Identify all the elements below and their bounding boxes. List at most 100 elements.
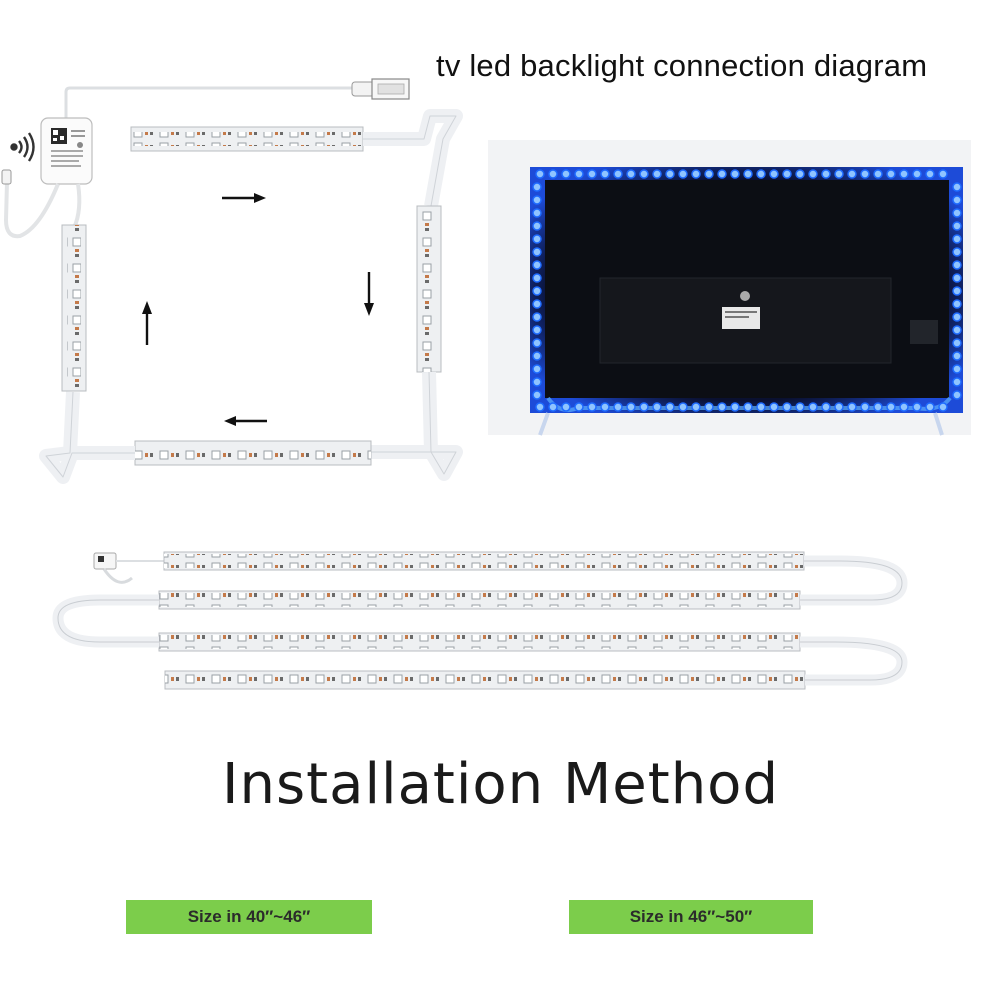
tv-led-dot xyxy=(925,169,935,179)
usb-cable xyxy=(64,86,355,118)
tv-led-dot xyxy=(574,169,584,179)
tv-led-dot xyxy=(743,169,753,179)
tv-led-dot xyxy=(535,402,545,412)
tv-led-dot xyxy=(808,169,818,179)
tv-backlight-photo xyxy=(488,140,971,436)
tv-led-dot xyxy=(561,402,571,412)
usb-plug xyxy=(351,78,410,100)
tape-bottom-right xyxy=(370,371,463,481)
tv-led-dot xyxy=(952,312,962,322)
tv-led-dot xyxy=(860,402,870,412)
tv-led-dot xyxy=(574,402,584,412)
tv-led-dot xyxy=(952,234,962,244)
tv-led-dot xyxy=(639,169,649,179)
tv-led-dot xyxy=(548,402,558,412)
tv-led-dot xyxy=(769,402,779,412)
tv-led-dot xyxy=(532,364,542,374)
size-badge-40-46: Size in 40″~46″ xyxy=(126,900,372,934)
tv-led-dot xyxy=(821,402,831,412)
arrow-left-icon xyxy=(224,416,267,426)
tv-led-dot xyxy=(886,402,896,412)
tv-led-dot xyxy=(626,169,636,179)
installation-heading: Installation Method xyxy=(222,752,779,817)
tv-led-dot xyxy=(665,169,675,179)
led-strip-bottom-leds xyxy=(135,446,371,460)
tv-led-dot xyxy=(691,169,701,179)
tv-led-dot xyxy=(847,169,857,179)
tv-led-dot xyxy=(769,169,779,179)
tv-led-dot xyxy=(952,182,962,192)
tv-led-dot xyxy=(652,402,662,412)
controller-cable-right xyxy=(72,183,82,229)
tv-led-dot xyxy=(532,182,542,192)
mini-controller xyxy=(93,552,117,570)
tv-led-dot xyxy=(532,234,542,244)
tv-led-dot xyxy=(952,247,962,257)
tv-led-dot xyxy=(678,402,688,412)
tv-led-dot xyxy=(717,169,727,179)
tv-led-dot xyxy=(587,169,597,179)
controller-box xyxy=(40,117,93,185)
tv-led-dot xyxy=(873,169,883,179)
tv-led-dot xyxy=(600,402,610,412)
tape-bottom-left xyxy=(39,391,135,484)
tv-led-dot xyxy=(532,247,542,257)
tv-led-dot xyxy=(532,390,542,400)
tv-led-dot xyxy=(834,402,844,412)
wifi-signal-icon xyxy=(10,132,35,162)
tv-led-dot xyxy=(952,299,962,309)
tv-led-dot xyxy=(532,286,542,296)
tv-led-dot xyxy=(795,169,805,179)
tv-led-dot xyxy=(600,169,610,179)
tv-led-dot xyxy=(952,221,962,231)
tv-led-dot xyxy=(952,338,962,348)
tv-led-dot xyxy=(899,402,909,412)
tv-led-dot xyxy=(532,260,542,270)
tv-led-dot xyxy=(561,169,571,179)
tv-led-dot xyxy=(704,169,714,179)
tv-led-dot xyxy=(756,169,766,179)
tv-led-dot xyxy=(795,402,805,412)
arrow-up-icon xyxy=(142,301,152,345)
tv-led-dot xyxy=(952,364,962,374)
tv-led-dot xyxy=(730,402,740,412)
tv-led-dot xyxy=(532,377,542,387)
arrow-right-icon xyxy=(222,193,266,203)
tv-led-dot xyxy=(782,169,792,179)
tv-led-dot xyxy=(952,260,962,270)
tv-led-dot xyxy=(912,169,922,179)
tv-led-dot xyxy=(899,169,909,179)
tv-led-dot xyxy=(808,402,818,412)
tv-led-dot xyxy=(860,169,870,179)
tv-led-dot xyxy=(952,286,962,296)
tv-led-dot xyxy=(938,169,948,179)
arrow-down-icon xyxy=(364,272,374,316)
tv-led-dot xyxy=(532,195,542,205)
tv-led-dot xyxy=(532,338,542,348)
tv-led-dot xyxy=(925,402,935,412)
tv-led-dot xyxy=(548,169,558,179)
tv-led-dot xyxy=(952,273,962,283)
tv-led-dot xyxy=(821,169,831,179)
tv-led-dot xyxy=(952,325,962,335)
led-strip-left-leds xyxy=(67,225,81,391)
tv-led-dot xyxy=(782,402,792,412)
mini-controller-cable xyxy=(102,568,133,584)
tv-led-dot xyxy=(938,402,948,412)
tv-led-dot xyxy=(952,195,962,205)
tv-led-dot xyxy=(743,402,753,412)
tv-led-dot xyxy=(532,312,542,322)
tv-led-dot xyxy=(587,402,597,412)
tv-led-dot xyxy=(847,402,857,412)
tv-led-dot xyxy=(886,169,896,179)
tape-loop-left xyxy=(52,594,159,648)
tv-led-dot xyxy=(639,402,649,412)
tv-led-dot xyxy=(834,169,844,179)
top-left-wiring xyxy=(1,78,463,484)
controller-cable-left xyxy=(3,181,60,239)
tv-led-dot xyxy=(652,169,662,179)
tv-led-dot xyxy=(952,208,962,218)
tv-led-dot xyxy=(691,402,701,412)
tv-led-dot xyxy=(717,402,727,412)
